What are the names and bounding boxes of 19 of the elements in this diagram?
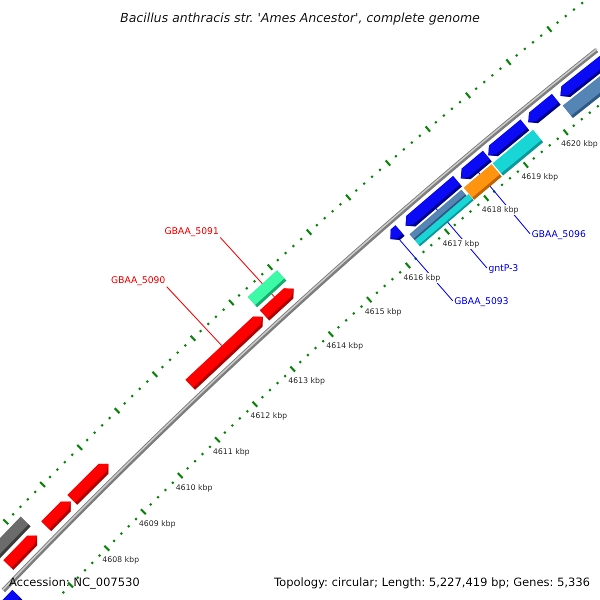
gene-feature xyxy=(185,316,263,390)
gene-label: gntP-3 xyxy=(488,263,518,274)
diagram-title: Bacillus anthracis str. 'Ames Ancestor', complete genome xyxy=(120,10,480,26)
leader-line xyxy=(166,286,222,346)
gene-label: GBAA_5091 xyxy=(164,226,219,237)
gene-feature xyxy=(2,590,22,600)
gene-feature xyxy=(67,464,108,505)
gene-feature xyxy=(562,76,600,118)
accession-text: Accession: NC_007530 xyxy=(9,575,140,589)
gene-label: GBAA_5096 xyxy=(532,228,586,240)
gene-feature xyxy=(260,288,294,321)
gene-feature xyxy=(3,536,38,570)
gene-feature xyxy=(390,225,405,240)
gene-feature xyxy=(528,94,561,124)
genome-stats-text: Topology: circular; Length: 5,227,419 bp; Genes: 5,336 xyxy=(274,575,590,589)
gene-feature xyxy=(464,164,502,200)
gene-feature xyxy=(41,501,71,532)
gene-label: GBAA_5093 xyxy=(454,296,508,307)
gene-label: GBAA_5090 xyxy=(111,275,166,286)
